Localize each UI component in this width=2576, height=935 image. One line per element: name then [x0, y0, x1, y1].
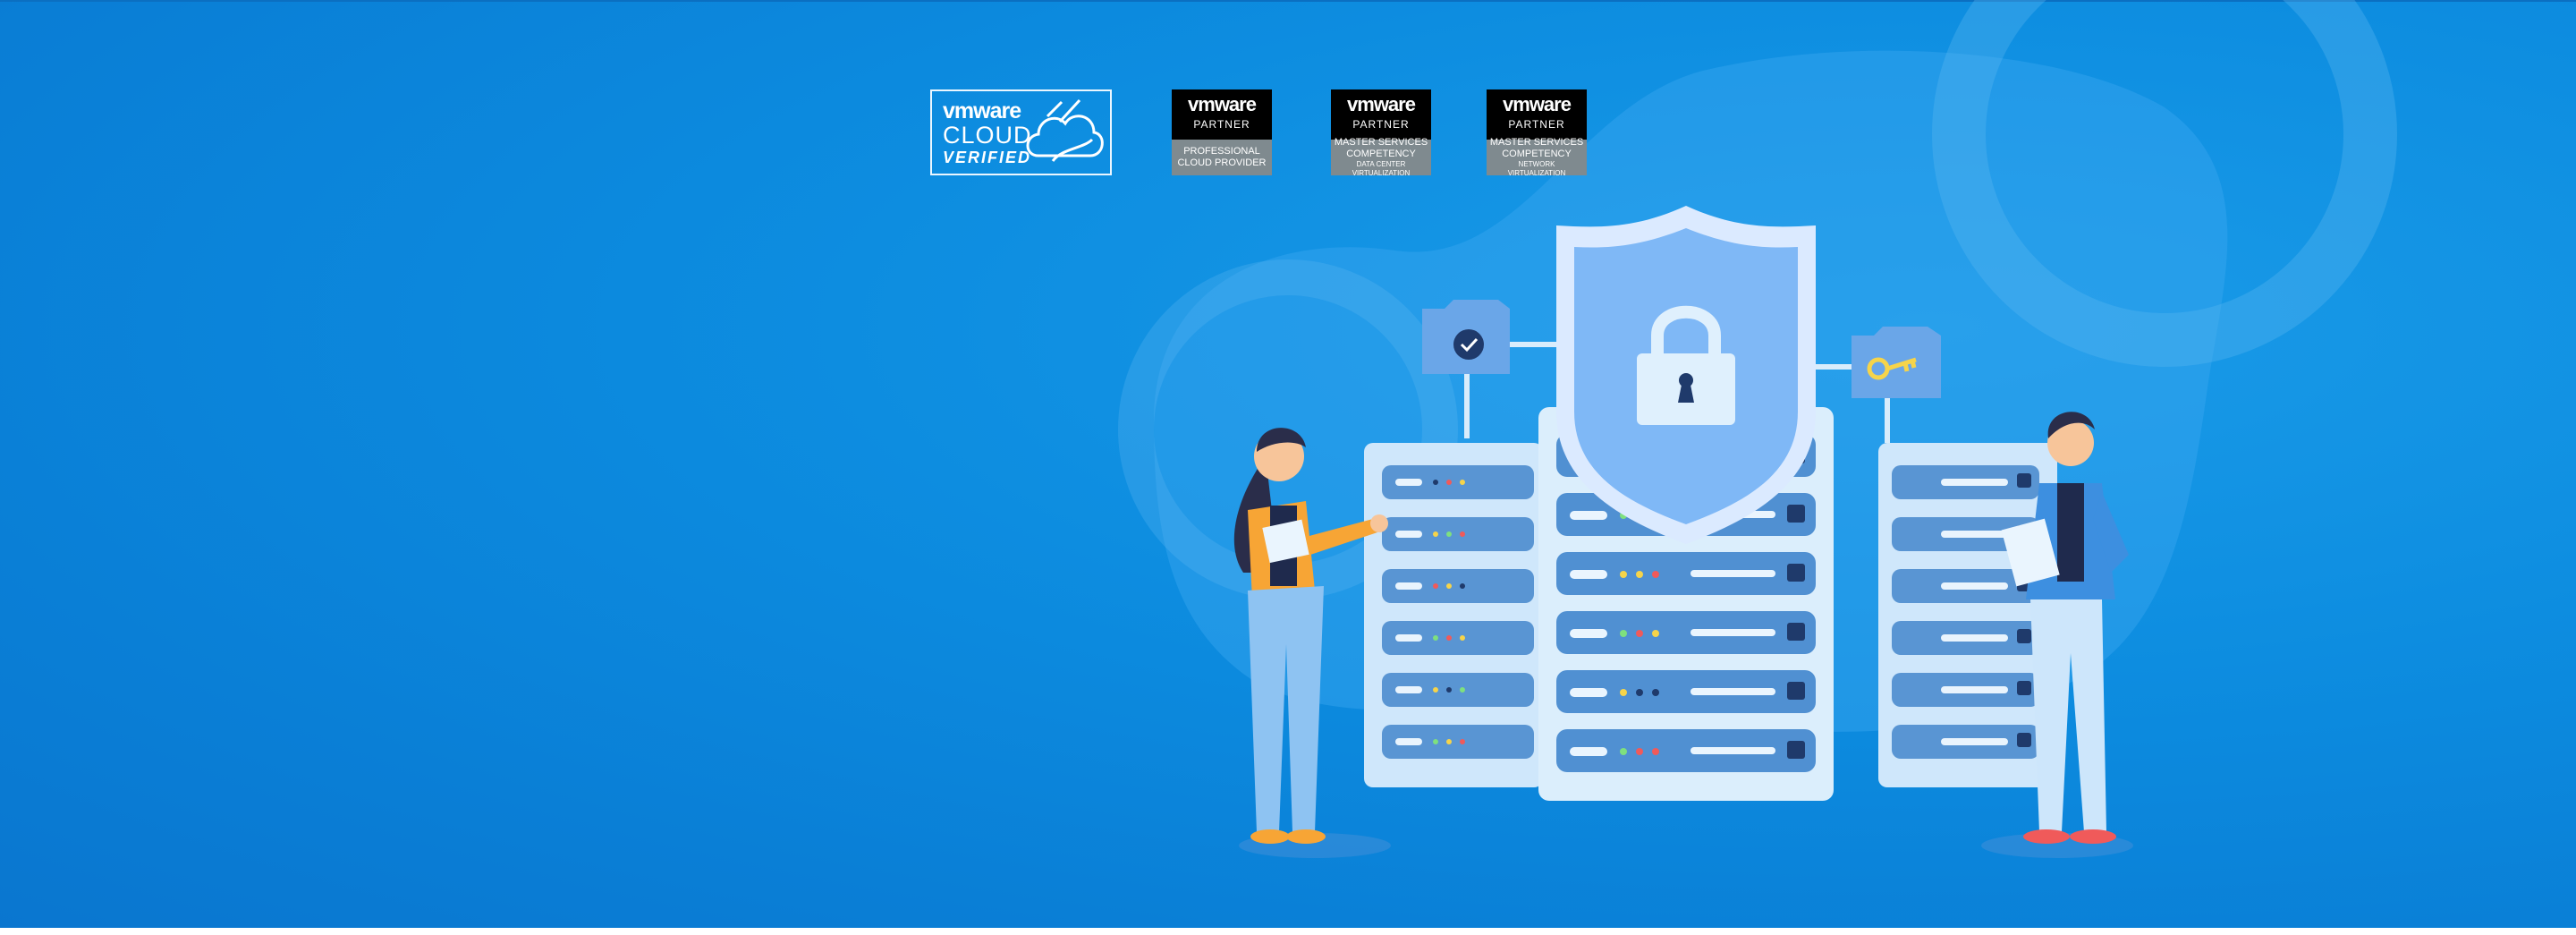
badge-desc-3: DATA CENTER [1356, 160, 1406, 168]
badge-brand: vmware [1347, 93, 1416, 115]
badge-tier: PARTNER [1352, 118, 1410, 131]
badge-description: MASTER SERVICES COMPETENCY DATA CENTER V… [1331, 137, 1431, 177]
vmware-cloud-verified-badge: vmware CLOUD VERIFIED [930, 89, 1112, 175]
man-figure [2001, 412, 2129, 844]
bottom-border [0, 928, 2576, 935]
badge-description: PROFESSIONAL CLOUD PROVIDER [1172, 140, 1272, 175]
woman-figure [1233, 428, 1388, 844]
badge-desc-2: COMPETENCY [1502, 149, 1572, 159]
badge-desc-4: VIRTUALIZATION [1352, 169, 1411, 177]
folder-key-icon [1852, 327, 1941, 398]
vmware-partner-badge-professional: vmware PARTNER PROFESSIONAL CLOUD PROVID… [1172, 89, 1272, 175]
badge-desc-1: PROFESSIONAL [1183, 146, 1260, 157]
badge-brand: vmware [1188, 93, 1257, 115]
badge-desc-3: NETWORK [1518, 160, 1555, 168]
badge-line1: CLOUD [943, 122, 1032, 149]
vmware-partner-badge-data-center: vmware PARTNER MASTER SERVICES COMPETENC… [1331, 89, 1431, 177]
badge-desc-2: COMPETENCY [1346, 149, 1416, 159]
badge-description: MASTER SERVICES COMPETENCY NETWORK VIRTU… [1487, 137, 1587, 177]
shield-lock-icon [1556, 206, 1816, 544]
vmware-partner-badge-network: vmware PARTNER MASTER SERVICES COMPETENC… [1487, 89, 1587, 177]
badge-brand: vmware [943, 98, 1021, 123]
badge-tier: PARTNER [1508, 118, 1565, 131]
top-border [0, 0, 2576, 2]
badge-tier: PARTNER [1193, 118, 1250, 131]
badge-desc-4: VIRTUALIZATION [1507, 169, 1566, 177]
badge-desc-2: CLOUD PROVIDER [1177, 157, 1267, 168]
badge-brand: vmware [1503, 93, 1572, 115]
badge-line2: VERIFIED [943, 149, 1032, 166]
cloud-icon [1026, 98, 1104, 162]
badge-desc-1: MASTER SERVICES [1489, 137, 1584, 148]
server-rack-icon [1364, 443, 2057, 787]
security-server-illustration [1233, 206, 2129, 844]
badge-desc-1: MASTER SERVICES [1334, 137, 1428, 148]
folder-check-icon [1422, 300, 1510, 374]
